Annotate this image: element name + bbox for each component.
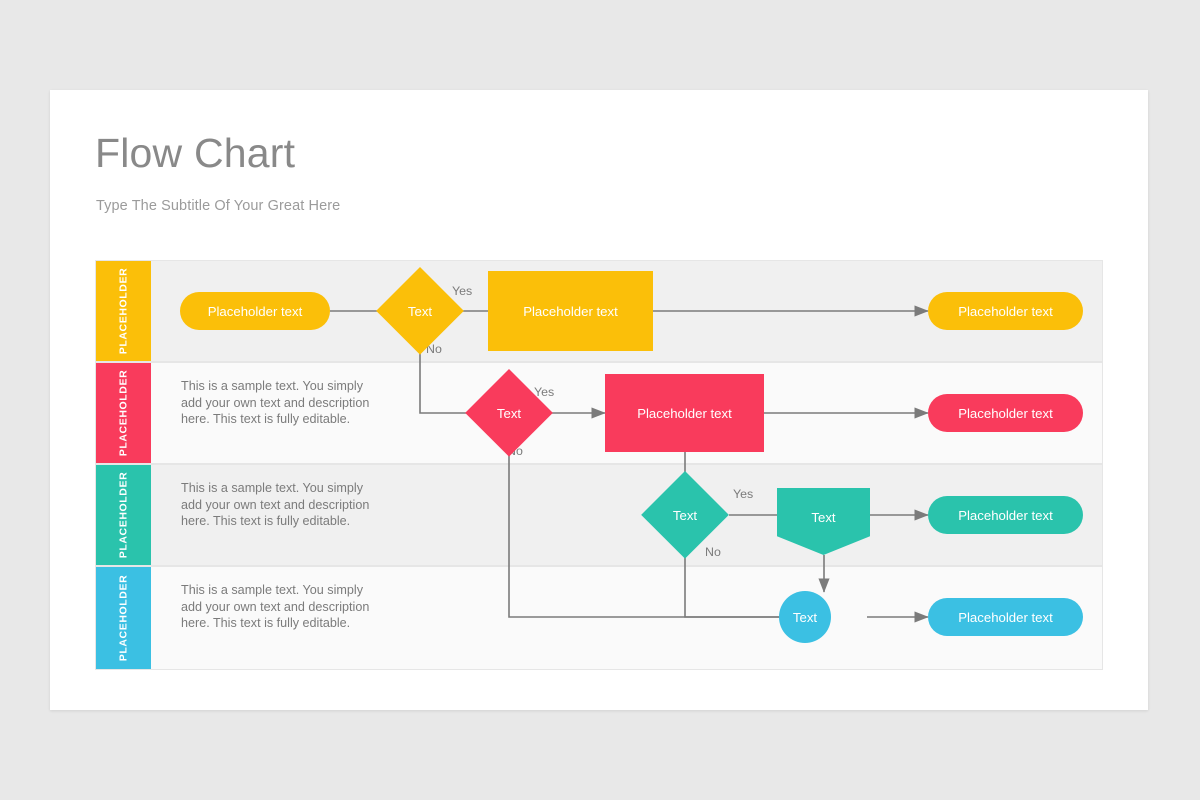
node-end-row1[interactable]: Placeholder text xyxy=(928,292,1083,330)
node-label: Placeholder text xyxy=(637,405,732,421)
node-end-row2[interactable]: Placeholder text xyxy=(928,394,1083,432)
node-label: Placeholder text xyxy=(523,303,618,319)
slide-canvas: Flow Chart Type The Subtitle Of Your Gre… xyxy=(50,90,1148,710)
node-label: Text xyxy=(496,405,522,421)
node-label: Placeholder text xyxy=(958,609,1053,625)
node-end-row3[interactable]: Placeholder text xyxy=(928,496,1083,534)
swimlane-tab-label-4: PLACEHOLDER xyxy=(117,574,130,662)
node-process-row1[interactable]: Placeholder text xyxy=(488,271,653,351)
node-label: Text xyxy=(407,303,433,319)
node-label: Placeholder text xyxy=(207,303,303,319)
page-title: Flow Chart xyxy=(95,130,296,176)
node-label: Text xyxy=(811,509,836,525)
node-process-row2[interactable]: Placeholder text xyxy=(605,374,764,452)
node-label: Text xyxy=(792,609,818,625)
swimlane-tab-4[interactable]: PLACEHOLDER xyxy=(96,567,151,669)
swimlane-description-3: This is a sample text. You simply add yo… xyxy=(181,481,370,528)
swimlane-tab-label-1: PLACEHOLDER xyxy=(117,267,130,355)
node-decision-row3[interactable]: Text xyxy=(641,471,729,559)
node-decision-row2[interactable]: Text xyxy=(465,369,553,457)
swimlane-description-4: This is a sample text. You simply add yo… xyxy=(181,583,370,630)
node-label: Placeholder text xyxy=(958,405,1053,421)
swimlane-tab-label-2: PLACEHOLDER xyxy=(117,369,130,457)
node-label: Text xyxy=(672,507,698,523)
node-decision-row1[interactable]: Text xyxy=(376,267,464,355)
swimlane-tab-2[interactable]: PLACEHOLDER xyxy=(96,363,151,463)
page-subtitle: Type The Subtitle Of Your Great Here xyxy=(96,198,341,214)
node-end-row4[interactable]: Placeholder text xyxy=(928,598,1083,636)
node-label: Placeholder text xyxy=(958,507,1053,523)
edge-label-yes-1: Yes xyxy=(452,284,473,298)
edge-label-yes-3: Yes xyxy=(733,487,754,501)
swimlane-description-2: This is a sample text. You simply add yo… xyxy=(181,379,370,426)
node-start-row1[interactable]: Placeholder text xyxy=(180,292,330,330)
swimlane-tab-3[interactable]: PLACEHOLDER xyxy=(96,465,151,565)
swimlane-tab-1[interactable]: PLACEHOLDER xyxy=(96,261,151,361)
edge-label-no-1: No xyxy=(426,342,442,356)
node-label: Placeholder text xyxy=(958,303,1053,319)
node-circle-row4[interactable]: Text xyxy=(779,591,831,643)
edge-label-yes-2: Yes xyxy=(534,385,555,399)
edge-label-no-3: No xyxy=(705,545,721,559)
swimlane-tab-label-3: PLACEHOLDER xyxy=(117,471,130,559)
flow-chart-diagram: PLACEHOLDER PLACEHOLDER PLACEHOLDER PLAC… xyxy=(95,260,1103,670)
